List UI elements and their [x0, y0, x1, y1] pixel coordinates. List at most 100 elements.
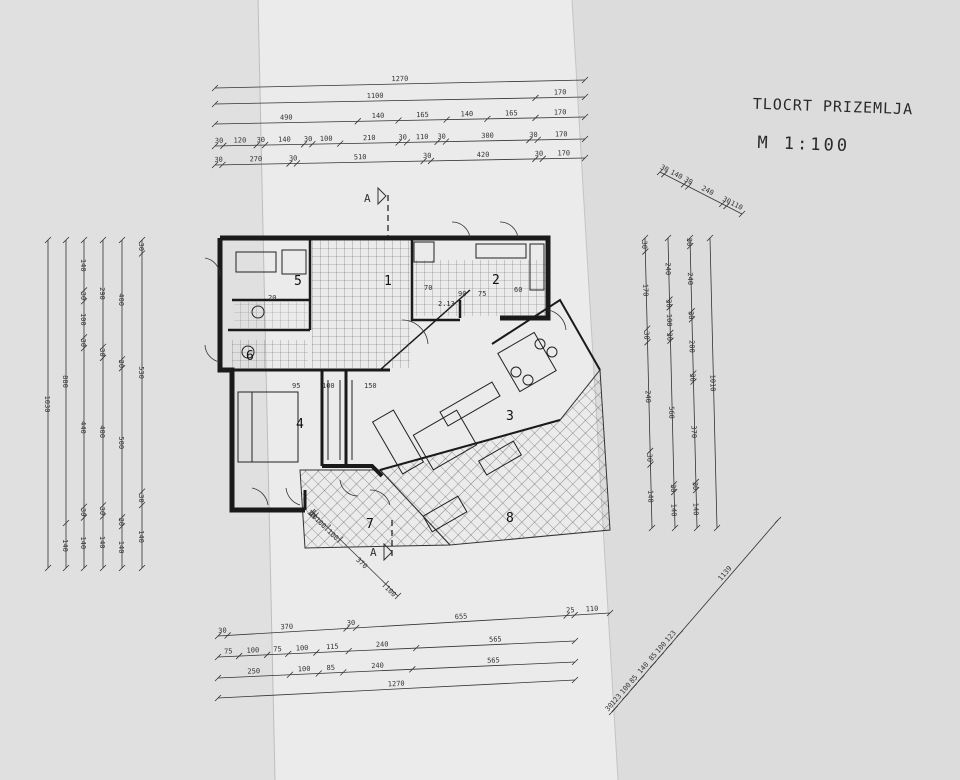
dim-label-bottom: 1270 [388, 680, 405, 689]
dim-label-right: 30 [685, 238, 693, 247]
dim-label-bottom: 100 [296, 644, 309, 653]
dim-label-left: 530 [137, 366, 145, 379]
dim-label-right: 30 [645, 453, 653, 462]
dim-label-diagonal: 85 [647, 651, 659, 663]
dim-label-top: 140 [461, 110, 474, 118]
dim-label-bottom: 250 [247, 667, 260, 676]
dim-label-left: 440 [79, 421, 87, 434]
dim-label-right: 560 [667, 406, 675, 419]
dim-label-top: 210 [363, 134, 376, 142]
dim-label-right: 140 [691, 503, 699, 516]
dim-label-bottom: 565 [487, 656, 500, 665]
dim-label-top: 140 [278, 136, 291, 144]
dim-label-diagonal: 30 [683, 175, 694, 186]
dim-label-bottom: 370 [280, 623, 293, 632]
dim-label-left: 30 [98, 507, 106, 515]
dim-label-left: 30 [117, 518, 125, 526]
dim-label-bottom: 75 [273, 645, 282, 653]
dim-label-top: 270 [249, 155, 262, 163]
dim-label-diagonal: 85 [628, 673, 640, 685]
room-number: 6 [246, 349, 254, 364]
dim-label-top: 1100 [367, 92, 384, 100]
dim-label-top: 170 [554, 108, 567, 116]
dim-label-left: 30 [79, 339, 87, 347]
dim-label-bottom: 110 [585, 605, 598, 614]
dim-label-top: 30 [535, 150, 544, 158]
dim-label-bottom: 30 [347, 619, 356, 627]
dim-label-bottom: 100 [298, 665, 311, 674]
dim-label-left: 140 [117, 541, 125, 554]
room-number: 2 [492, 273, 500, 288]
dim-label-left: 140 [79, 259, 87, 272]
dim-label-bottom: 25 [566, 606, 575, 614]
dim-label-top: 30 [529, 131, 538, 139]
dim-label-top: 110 [416, 133, 429, 141]
dim-label-top: 30 [257, 136, 266, 144]
dim-label-top: 510 [354, 153, 367, 161]
room-numbers: 1 2 3 4 5 6 7 8 [246, 273, 514, 532]
dim-label-right: 1010 [708, 375, 716, 392]
dim-label-top: 30 [214, 156, 223, 164]
inner-dim: 100 [322, 382, 335, 390]
dim-label-left: 100 [79, 313, 87, 326]
room-number: 5 [294, 274, 302, 289]
dim-label-right: 200 [687, 340, 695, 353]
dim-label-top: 490 [280, 114, 293, 122]
dim-label-left: 290 [98, 287, 106, 300]
inner-dim: 20 [268, 294, 276, 302]
dim-label-top: 100 [320, 135, 333, 143]
dim-label-right: 100 [665, 314, 673, 327]
dim-label-bottom: 30 [218, 626, 227, 634]
dim-label-top: 30 [398, 133, 407, 141]
dim-label-right: 140 [669, 504, 677, 517]
section-marker-bottom: A [370, 546, 377, 559]
drawing-title-block: TLOCRT PRIZEMLJA M 1:100 [751, 95, 943, 160]
dim-label-left: 500 [117, 436, 125, 449]
dim-label-right: 370 [690, 425, 698, 438]
dim-label-bottom: 565 [489, 635, 502, 644]
dim-label-left: 30 [79, 508, 87, 516]
room-number: 7 [366, 517, 374, 532]
dim-label-top: 165 [505, 109, 518, 117]
dim-label-left: 30 [137, 494, 145, 502]
dim-label-left: 140 [79, 536, 87, 549]
dim-label-top: 30 [304, 135, 313, 143]
dim-label-right: 30 [642, 331, 650, 340]
dim-label-top: 170 [557, 149, 570, 157]
dim-label-left: 140 [137, 530, 145, 543]
room-number: 1 [384, 274, 392, 289]
dim-label-top: 30 [437, 133, 446, 141]
tiled-floor [232, 240, 546, 368]
dim-label-right: 240 [664, 262, 672, 275]
dim-label-bottom: 240 [376, 640, 389, 649]
dim-label-left: 400 [98, 425, 106, 438]
dim-label-left: 140 [61, 539, 69, 552]
dim-label-right: 30 [688, 373, 696, 382]
dim-label-top: 170 [555, 130, 568, 138]
section-markers: A A [364, 186, 393, 562]
dim-label-top: 30 [289, 154, 298, 162]
dim-label-diagonal: 30 [604, 701, 616, 713]
inner-dim: 2.13 [438, 300, 455, 308]
dim-label-right: 240 [644, 390, 652, 403]
dim-label-bottom: 115 [326, 643, 339, 652]
dim-label-right: 30 [664, 299, 672, 308]
dim-label-right: 30 [691, 482, 699, 491]
dim-label-right: 30 [665, 333, 673, 342]
dim-label-diagonal: 30 [721, 195, 732, 206]
room-number: 3 [506, 409, 514, 424]
dim-label-top: 420 [477, 151, 490, 159]
dim-label-top: 170 [554, 88, 567, 96]
dim-label-right: 30 [640, 241, 648, 250]
inner-dim: 90 [458, 290, 466, 298]
dim-label-left: 140 [98, 536, 106, 549]
inner-dim: 75 [478, 290, 486, 298]
dim-label-right: 240 [686, 272, 694, 285]
inner-dim: 95 [292, 382, 300, 390]
room-number: 8 [506, 511, 514, 526]
dim-label-top: 120 [234, 136, 247, 144]
dim-label-diagonal: 30 [659, 163, 670, 174]
dim-label-right: 170 [641, 284, 649, 297]
